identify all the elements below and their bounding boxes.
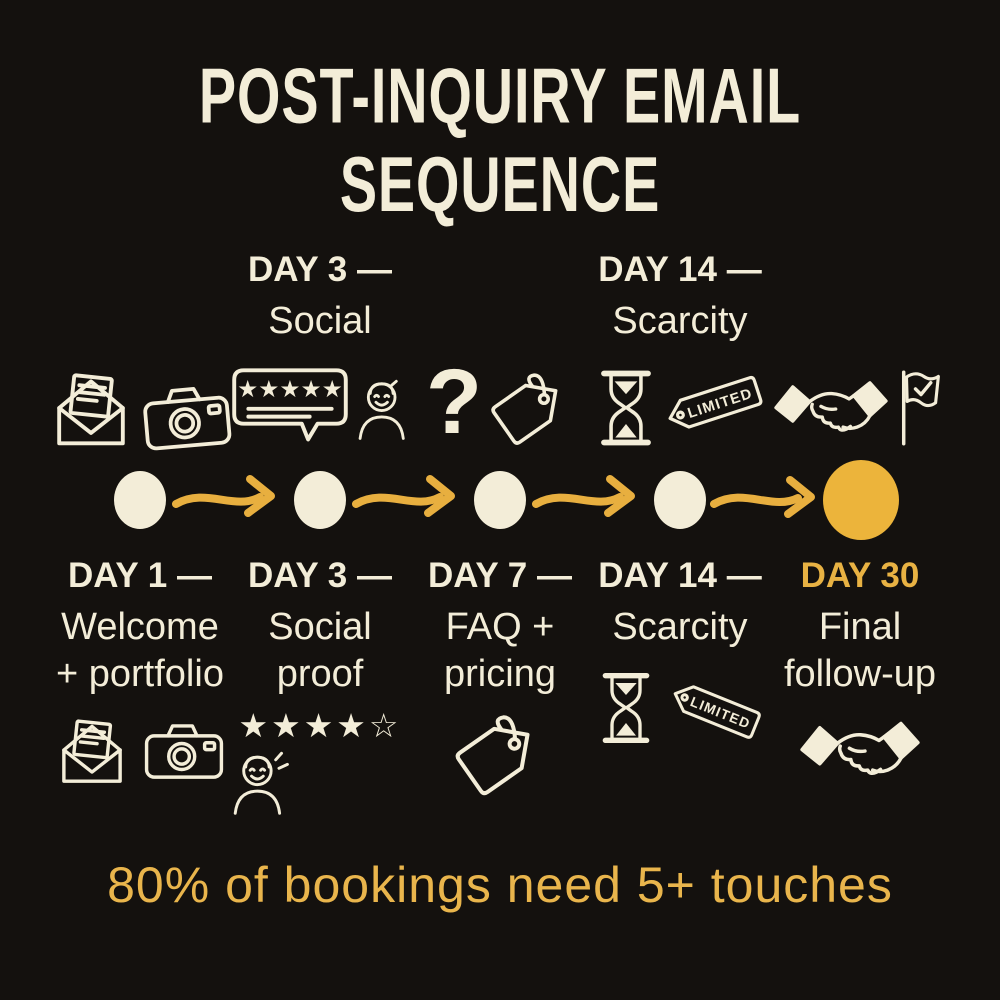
node-day7: [474, 471, 526, 529]
handshake-icon: [774, 381, 888, 432]
top-label-spacer: [410, 250, 590, 343]
review-bubble-icon: ★★★★★: [232, 368, 348, 442]
stage-day30-title: DAY 30: [800, 556, 920, 595]
top-label-day3-title: DAY 3 —: [248, 250, 392, 289]
price-tag-icon: [455, 715, 530, 796]
stage-day14: DAY 14 — Scarcity: [590, 556, 770, 818]
stage-day30-line1: Final: [818, 606, 902, 648]
icon-group-day7: ?: [410, 356, 590, 460]
envelope-icon: [62, 719, 122, 783]
stage-day30-icons: [770, 712, 950, 788]
top-label-spacer: [50, 250, 230, 343]
arrow-3-head: [604, 475, 635, 517]
limited-tag-icon: LIMITED: [668, 375, 763, 429]
icon-group-day3: ★★★★★: [230, 356, 410, 460]
person-icon: [233, 751, 289, 815]
stage-day30: DAY 30 Final follow-up: [770, 556, 950, 818]
stage-day14-icons: LIMITED: [590, 665, 770, 751]
top-label-day14: DAY 14 — Scarcity: [590, 250, 770, 343]
stage-day1: DAY 1 — Welcome + portfolio: [50, 556, 230, 818]
arrow-2-head: [424, 475, 455, 517]
arrow-1-head: [244, 475, 275, 517]
stage-day7: DAY 7 — FAQ + pricing: [410, 556, 590, 818]
icon-group-day30: [770, 356, 950, 460]
top-label-day3-topic: Social: [268, 300, 372, 342]
price-tag-icon: [491, 373, 558, 445]
limited-tag-icon: LIMITED: [673, 685, 761, 739]
stage-day3: DAY 3 — Social proof ★★★★☆: [230, 556, 410, 818]
icon-group-day14: LIMITED: [590, 356, 770, 460]
stage-day7-line1: FAQ +: [445, 606, 555, 648]
node-day14: [654, 471, 706, 529]
top-label-spacer: [770, 250, 950, 343]
stage-day7-title: DAY 7 —: [428, 556, 572, 595]
question-mark-icon: ?: [425, 351, 483, 453]
camera-icon: [144, 724, 224, 779]
arrow-3: [532, 493, 624, 508]
camera-icon: [143, 387, 232, 451]
star-rating-icon: ★★★★☆: [238, 706, 402, 745]
top-icons-row: ★★★★★ ?: [50, 356, 950, 460]
person-icon: [358, 379, 405, 440]
footer-caption: 80% of bookings need 5+ touches: [107, 857, 893, 913]
stage-day1-icons: [50, 712, 230, 788]
stage-day3-line2: proof: [276, 653, 364, 695]
flag-icon: [901, 370, 940, 446]
arrow-4: [710, 493, 802, 508]
icon-group-day1: [50, 356, 232, 460]
top-labels-row: DAY 3 — Social DAY 14 — Scarcity: [50, 250, 950, 343]
arrow-2: [352, 493, 444, 508]
node-day1: [114, 471, 166, 529]
stage-day7-line2: pricing: [444, 653, 556, 695]
top-label-day14-topic: Scarcity: [612, 300, 748, 342]
page-title: POST-INQUIRY EMAIL SEQUENCE: [198, 53, 802, 229]
stage-day3-person: [230, 746, 410, 818]
bubble-stars: ★★★★★: [237, 375, 343, 403]
stage-day30-line2: follow-up: [783, 653, 937, 695]
node-day3: [294, 471, 346, 529]
envelope-icon: [57, 373, 125, 446]
stage-day3-title: DAY 3 —: [248, 556, 392, 595]
stage-day14-line1: Scarcity: [612, 606, 748, 648]
stage-day7-icons: [410, 712, 590, 796]
hourglass-icon: [602, 673, 650, 743]
stages-row: DAY 1 — Welcome + portfolio: [50, 556, 950, 818]
node-day30-highlight: [823, 460, 899, 540]
hourglass-icon: [601, 370, 651, 446]
stage-day1-title: DAY 1 —: [68, 556, 212, 595]
stage-day14-title: DAY 14 —: [598, 556, 762, 595]
top-label-day14-title: DAY 14 —: [598, 250, 762, 289]
stage-day1-line2: + portfolio: [56, 653, 224, 695]
timeline-track: [114, 460, 899, 540]
stage-day3-line1: Social: [268, 606, 372, 648]
arrow-4-head: [784, 476, 815, 518]
top-label-day3: DAY 3 — Social: [230, 250, 410, 343]
stage-day1-line1: Welcome: [61, 606, 219, 648]
arrow-1: [172, 493, 264, 508]
handshake-icon: [800, 721, 920, 776]
